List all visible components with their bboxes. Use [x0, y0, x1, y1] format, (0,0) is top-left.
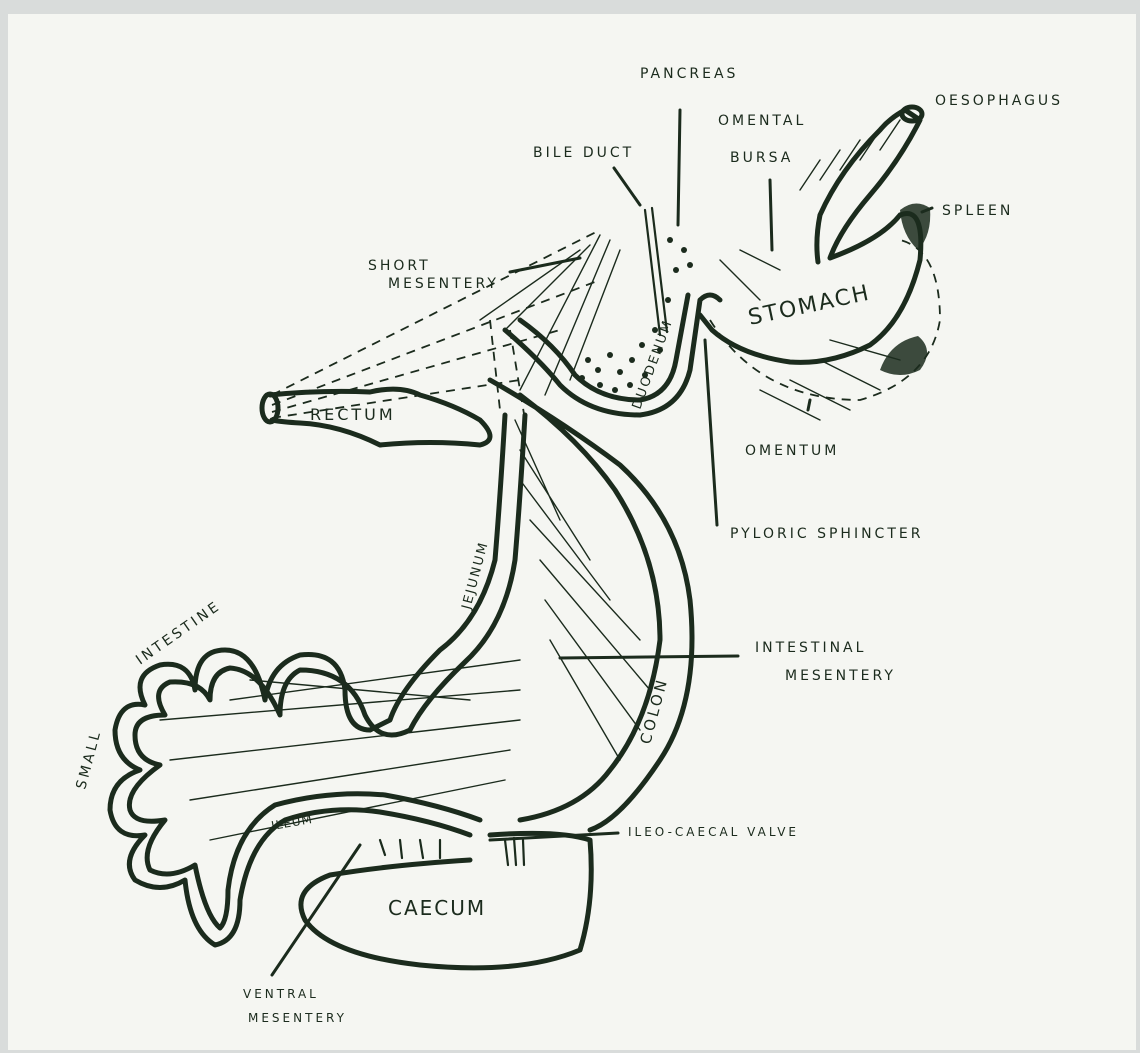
label-stomach: STOMACH: [746, 281, 873, 331]
bile-duct-tube: [645, 208, 667, 335]
label-mesentery-short: MESENTERY: [388, 276, 499, 292]
mesentery-strands: [160, 120, 900, 840]
label-bursa: BURSA: [730, 150, 793, 166]
label-ileo-caecal-valve: ILEO-CAECAL VALVE: [628, 825, 799, 839]
label-short: SHORT: [368, 258, 431, 274]
spleen-lower: [880, 336, 927, 375]
omentum-outline: [710, 240, 940, 400]
label-bile-duct: BILE DUCT: [533, 145, 634, 161]
label-small: SMALL: [73, 728, 104, 791]
label-rectum: RECTUM: [310, 405, 396, 424]
label-oesophagus: OESOPHAGUS: [935, 93, 1063, 109]
stomach-outline: [700, 110, 921, 362]
label-ileum: ILEUM: [270, 812, 314, 833]
label-pancreas: PANCREAS: [640, 66, 738, 82]
label-mesentery-intestinal: MESENTERY: [785, 668, 896, 684]
label-omentum: OMENTUM: [745, 443, 839, 459]
label-intestinal: INTESTINAL: [755, 640, 866, 656]
label-ventral: VENTRAL: [243, 987, 319, 1001]
label-pyloric-sphincter: PYLORIC SPHINCTER: [730, 526, 923, 542]
label-mesentery-ventral: MESENTERY: [248, 1011, 347, 1025]
label-caecum: CAECUM: [388, 896, 486, 920]
label-jejunum: JEJUNUM: [459, 540, 492, 612]
label-intestine: INTESTINE: [133, 598, 224, 668]
rectum-opening: [262, 394, 278, 422]
colon-outline: [490, 380, 692, 830]
label-spleen: SPLEEN: [942, 203, 1013, 219]
jejunum-outline: [370, 415, 525, 730]
leader-lines: [272, 110, 932, 975]
label-omental: OMENTAL: [718, 113, 806, 129]
